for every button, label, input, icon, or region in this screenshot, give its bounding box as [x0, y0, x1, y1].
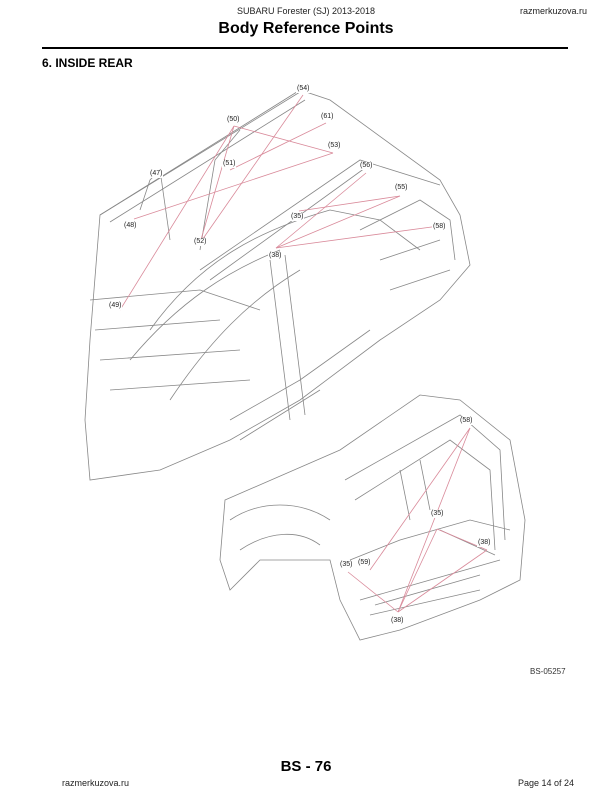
ref-label-47: (47)	[149, 170, 164, 178]
header-site: razmerkuzova.ru	[519, 6, 587, 16]
ref-label-38: (38)	[268, 252, 283, 260]
ref-label-35: (35)	[430, 510, 445, 518]
ref-label-38: (38)	[477, 539, 492, 547]
ref-label-56: (56)	[359, 162, 374, 170]
page-count: Page 14 of 24	[517, 778, 574, 788]
ref-label-61: (61)	[320, 113, 335, 121]
ref-label-35: (35)	[290, 213, 305, 221]
ref-label-55: (55)	[394, 184, 409, 192]
title-rule	[42, 47, 568, 49]
section-heading: 6. INSIDE REAR	[42, 56, 133, 70]
figure-code: BS-05257	[530, 667, 566, 676]
ref-label-51: (51)	[222, 160, 237, 168]
page-title: Body Reference Points	[218, 20, 394, 37]
ref-label-58: (58)	[432, 223, 447, 231]
ref-label-52: (52)	[193, 238, 208, 246]
ref-label-50: (50)	[226, 116, 241, 124]
ref-label-53: (53)	[327, 142, 342, 150]
ref-label-58: (58)	[459, 417, 474, 425]
ref-label-35: (35)	[339, 561, 354, 569]
footer-site: razmerkuzova.ru	[62, 778, 130, 788]
page-code: BS - 76	[280, 758, 332, 775]
header-model: SUBARU Forester (SJ) 2013-2018	[236, 6, 376, 16]
ref-label-54: (54)	[296, 85, 311, 93]
ref-label-38: (38)	[390, 617, 405, 625]
ref-label-48: (48)	[123, 222, 138, 230]
ref-label-49: (49)	[108, 302, 123, 310]
ref-label-59: (59)	[357, 559, 372, 567]
